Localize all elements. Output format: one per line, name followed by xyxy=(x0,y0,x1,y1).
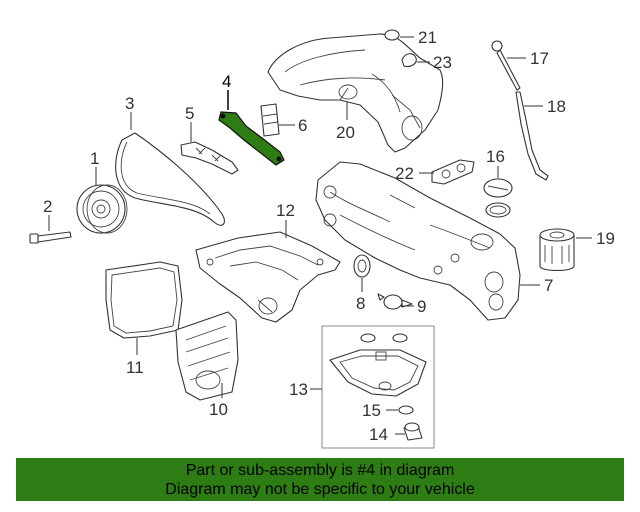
part-22-gasket xyxy=(431,159,475,185)
callout-5: 5 xyxy=(185,104,194,123)
callout-7: 7 xyxy=(544,276,553,295)
part-15-washer xyxy=(398,405,414,415)
part-12-oil-pan-upper xyxy=(195,231,341,323)
part-14-drain-plug xyxy=(403,422,423,441)
callout-17: 17 xyxy=(530,49,549,68)
part-5-tensioner-guide xyxy=(180,141,239,175)
callout-19: 19 xyxy=(596,229,615,248)
callout-20: 20 xyxy=(336,123,355,142)
info-banner: Part or sub-assembly is #4 in diagram Di… xyxy=(16,458,624,501)
callout-10: 10 xyxy=(209,400,228,419)
part-13-oil-pan-lower xyxy=(329,333,427,397)
part-17-dipstick xyxy=(491,40,521,91)
callout-22: 22 xyxy=(395,164,414,183)
callout-23: 23 xyxy=(433,53,452,72)
banner-line-1: Part or sub-assembly is #4 in diagram xyxy=(185,462,455,479)
part-16-filler-cap xyxy=(483,178,513,218)
callout-1: 1 xyxy=(90,149,99,168)
callout-2: 2 xyxy=(43,197,52,216)
part-1-crank-pulley xyxy=(76,184,128,234)
callout-3: 3 xyxy=(125,94,134,113)
part-8-seal xyxy=(353,254,371,278)
part-21-o-ring xyxy=(384,29,400,41)
callout-14: 14 xyxy=(369,425,388,444)
banner-line-2: Diagram may not be specific to your vehi… xyxy=(165,481,475,498)
callout-11: 11 xyxy=(126,358,144,377)
part-19-oil-filter xyxy=(539,228,575,272)
part-18-dipstick-tube xyxy=(515,91,549,181)
part-7-timing-cover xyxy=(315,161,521,321)
callout-4: 4 xyxy=(222,72,231,91)
part-11-gasket xyxy=(105,261,183,339)
part-2-bolt xyxy=(29,231,72,244)
part-6-tensioner xyxy=(260,103,280,137)
part-13-group-box xyxy=(321,325,435,449)
part-23-gasket xyxy=(401,53,417,68)
part-9-valve xyxy=(377,293,413,310)
callout-18: 18 xyxy=(547,97,566,116)
callout-13: 13 xyxy=(289,380,308,399)
callout-12: 12 xyxy=(276,201,295,220)
part-10-front-cover xyxy=(175,311,239,401)
callout-16: 16 xyxy=(486,147,505,166)
callout-8: 8 xyxy=(356,294,365,313)
parts-diagram: 1 2 3 4 5 6 7 8 9 10 11 12 13 14 15 16 1… xyxy=(29,28,615,449)
callout-15: 15 xyxy=(362,401,381,420)
part-4-chain-guide xyxy=(218,111,285,166)
part-3-belt xyxy=(115,132,225,226)
callout-6: 6 xyxy=(298,116,307,135)
callout-9: 9 xyxy=(417,297,426,316)
part-20-intake-manifold xyxy=(267,33,444,153)
callout-21: 21 xyxy=(418,28,437,47)
